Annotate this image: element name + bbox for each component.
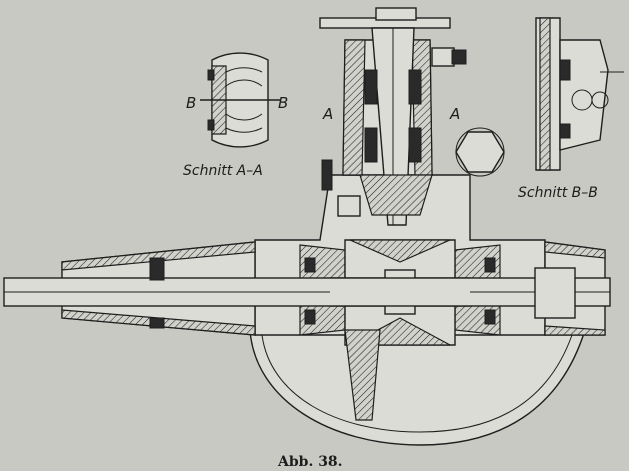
marker-a-right: A: [449, 105, 460, 123]
marker-a-left: A: [322, 105, 333, 123]
marker-b-left: B: [186, 94, 196, 112]
differential-housing: [249, 7, 586, 446]
figure-caption: Abb. 38.: [277, 454, 343, 470]
section-bb-label: Schnitt B–B: [518, 185, 598, 201]
marker-b-right: B: [278, 94, 288, 112]
axle-shaft: [3, 241, 611, 336]
section-aa-label: Schnitt A–A: [183, 163, 263, 179]
section-bb-detail: [535, 17, 624, 171]
section-aa-detail: [200, 52, 280, 148]
